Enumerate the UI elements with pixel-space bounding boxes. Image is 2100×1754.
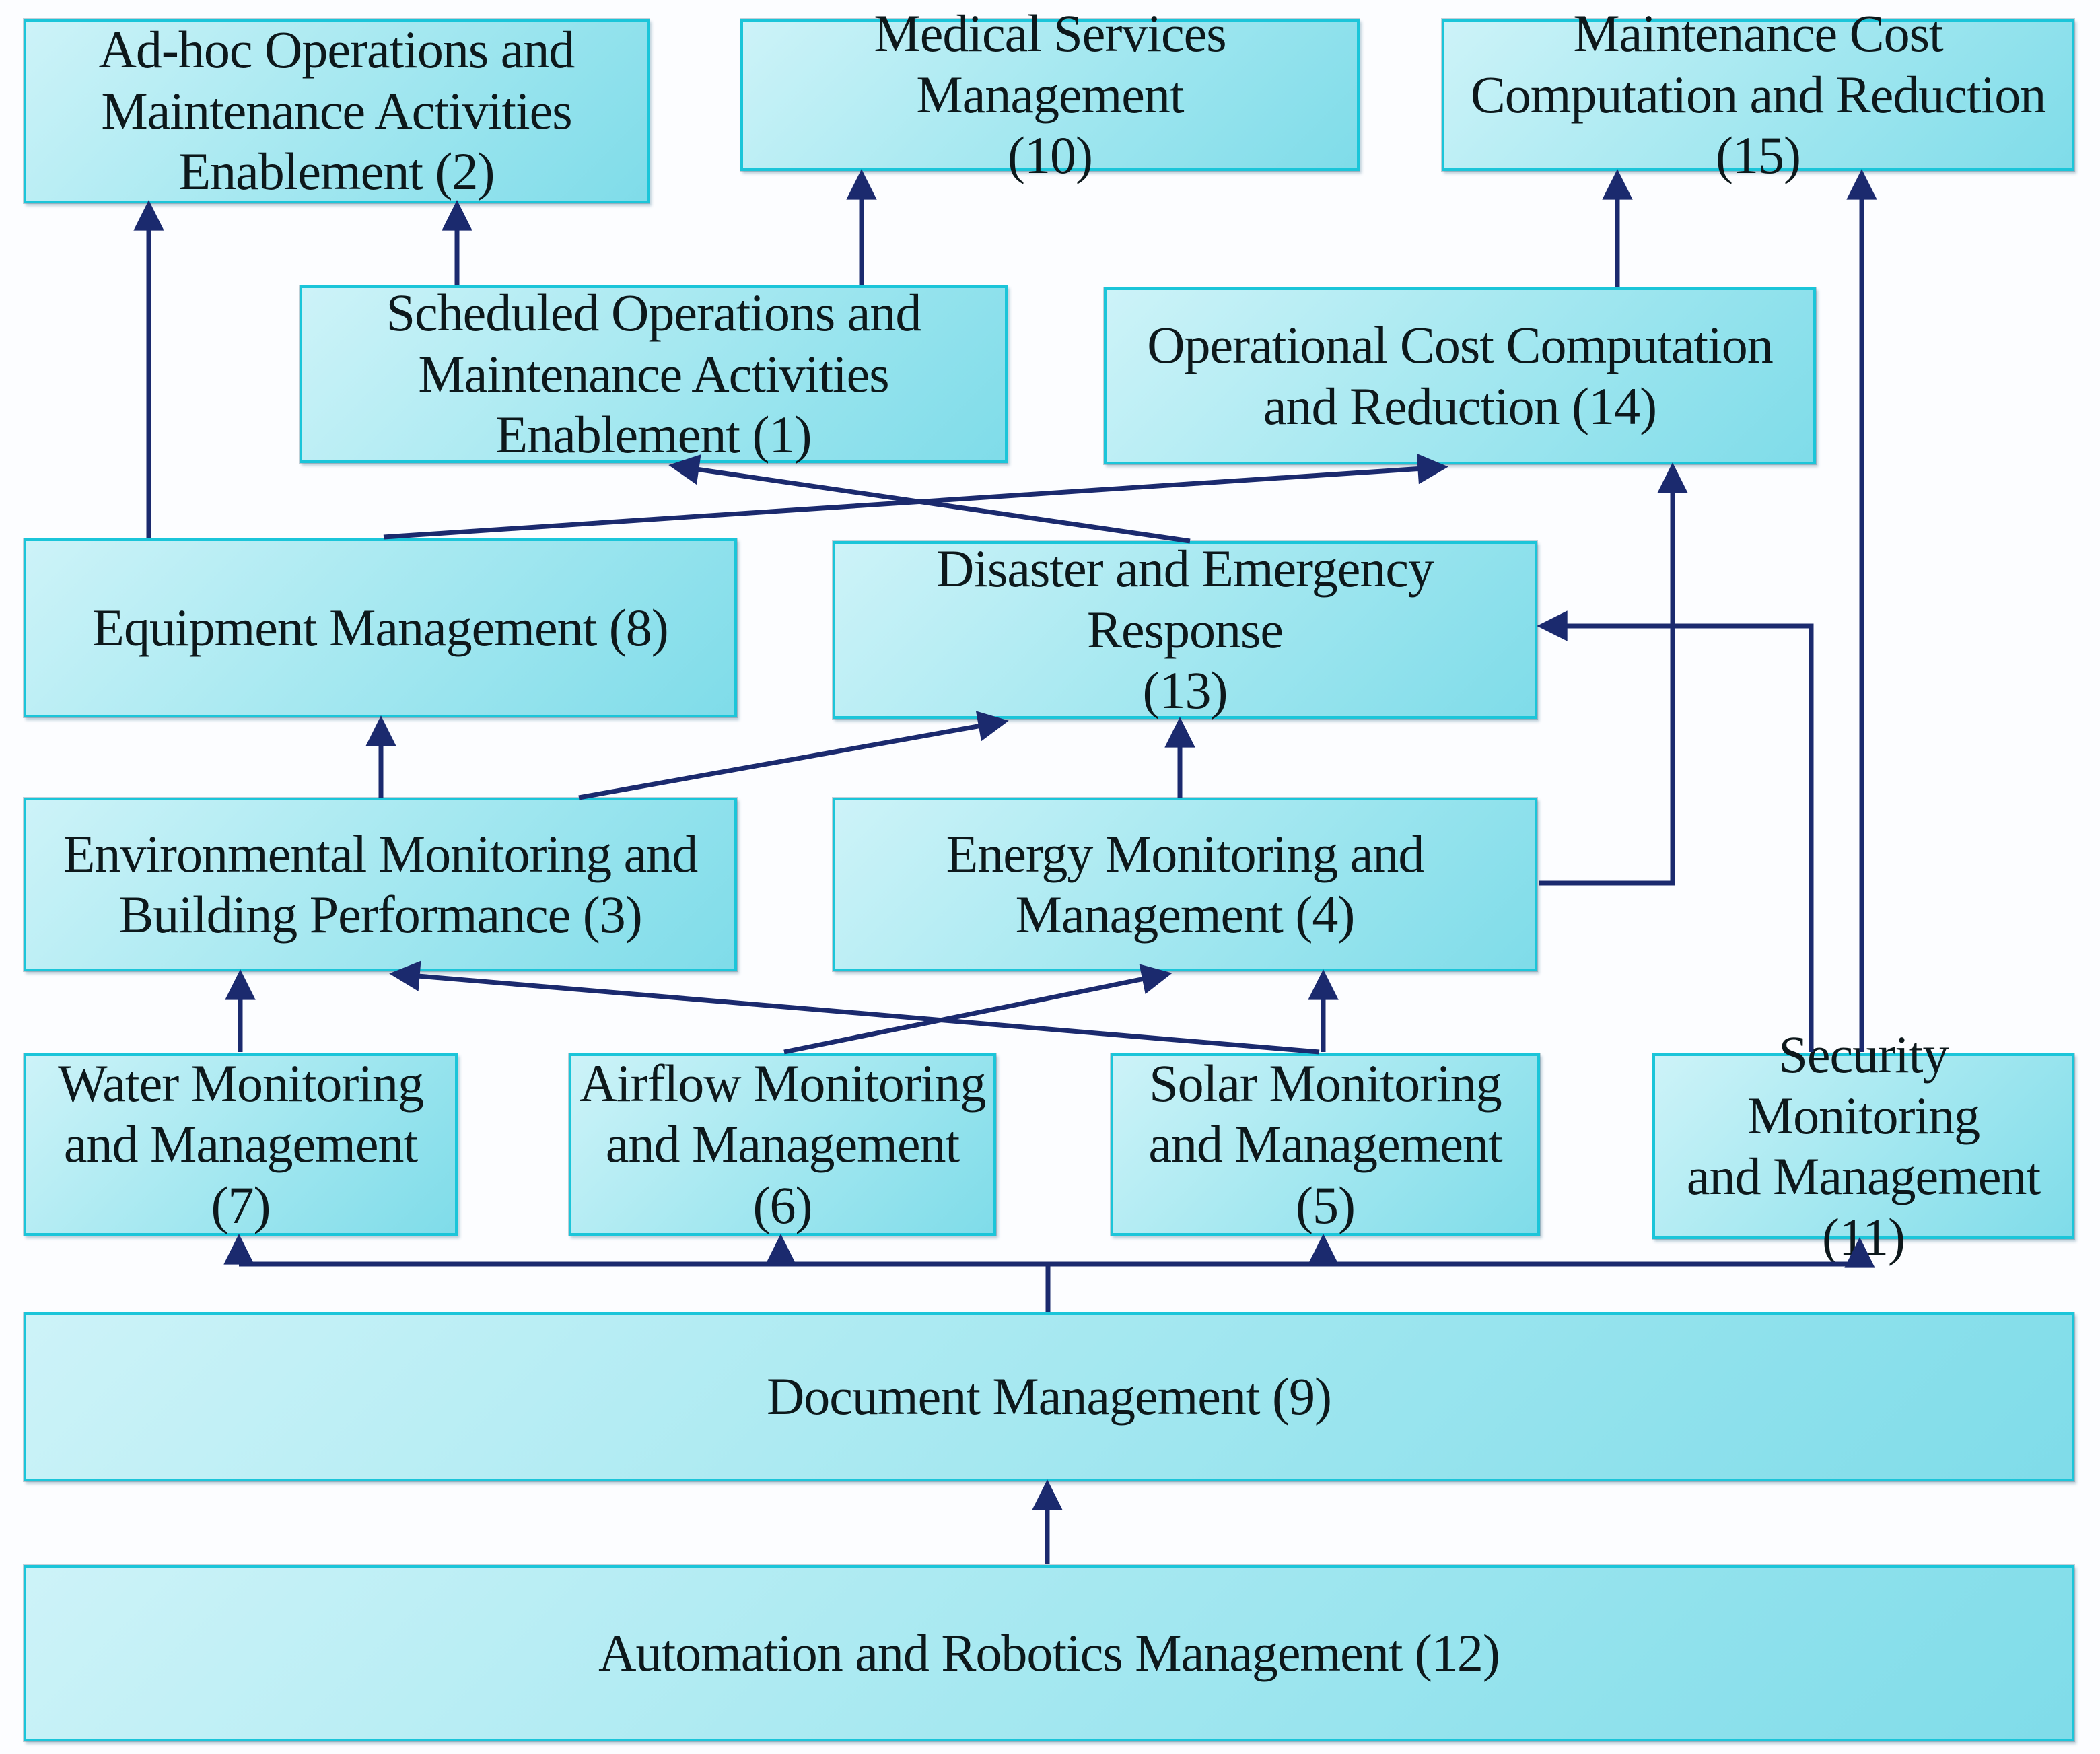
- node-13: Disaster and Emergency Response (13): [833, 539, 1537, 720]
- node-label-13: Disaster and Emergency Response (13): [936, 539, 1434, 720]
- edge-6-4: [783, 964, 1172, 1055]
- node-label-5: Solar Monitoring and Management (5): [1148, 1053, 1502, 1234]
- node-12: Automation and Robotics Management (12): [24, 1565, 2074, 1741]
- node-15: Maintenance Cost Computation and Reducti…: [1442, 4, 2074, 184]
- edge-3-13: [578, 711, 1009, 800]
- node-label-14: Operational Cost Computation and Reducti…: [1147, 316, 1774, 435]
- node-10: Medical Services Management (10): [740, 4, 1360, 184]
- node-label-3: Environmental Monitoring and Building Pe…: [63, 824, 699, 944]
- node-7: Water Monitoring and Management (7): [24, 1053, 458, 1236]
- edge-13-1: [668, 454, 1191, 544]
- node-label-1: Scheduled Operations and Maintenance Act…: [386, 283, 922, 464]
- node-label-7: Water Monitoring and Management (7): [57, 1053, 424, 1234]
- node-label-12: Automation and Robotics Management (12): [598, 1623, 1500, 1682]
- node-label-4: Energy Monitoring and Management (4): [946, 824, 1425, 944]
- node-5: Solar Monitoring and Management (5): [1111, 1053, 1540, 1236]
- node-label-10: Medical Services Management (10): [874, 4, 1226, 185]
- node-8: Equipment Management (8): [24, 538, 737, 717]
- node-label-6: Airflow Monitoring and Management (6): [579, 1053, 987, 1234]
- node-label-11: Security Monitoring and Management (11): [1686, 1025, 2041, 1267]
- edge-11-13: [1537, 610, 1814, 1052]
- node-3: Environmental Monitoring and Building Pe…: [24, 798, 737, 971]
- node-1: Scheduled Operations and Maintenance Act…: [300, 283, 1008, 464]
- node-9: Document Management (9): [24, 1312, 2074, 1481]
- node-14: Operational Cost Computation and Reducti…: [1104, 287, 1816, 464]
- edge-8-14: [383, 453, 1448, 540]
- node-label-9: Document Management (9): [766, 1367, 1332, 1426]
- node-label-2: Ad-hoc Operations and Maintenance Activi…: [98, 20, 575, 201]
- node-4: Energy Monitoring and Management (4): [833, 798, 1537, 971]
- node-2: Ad-hoc Operations and Maintenance Activi…: [24, 19, 650, 203]
- edge-4-14: [1539, 462, 1688, 886]
- edge-5-3: [389, 960, 1320, 1055]
- node-label-15: Maintenance Cost Computation and Reducti…: [1470, 4, 2047, 185]
- node-label-8: Equipment Management (8): [92, 598, 668, 657]
- node-11: Security Monitoring and Management (11): [1652, 1025, 2074, 1266]
- node-6: Airflow Monitoring and Management (6): [569, 1053, 996, 1236]
